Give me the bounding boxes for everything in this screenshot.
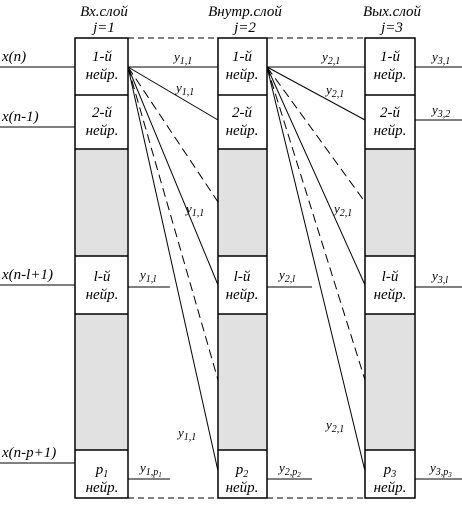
layer1-neuron2-label: 2-й: [92, 105, 112, 121]
input-label-1: x(n): [1, 49, 26, 65]
layer2-neuron1-label: 1-й: [232, 49, 252, 65]
layer2-neuron2-label: 2-й: [232, 105, 252, 121]
y32-label: y3,2: [430, 102, 450, 120]
y2p-label: y2,p2: [277, 460, 301, 479]
layer2-neuronp-word: нейр.: [226, 480, 259, 496]
y21-label-top: y2,1: [320, 49, 340, 67]
layer3-neuronl-label: l-й: [382, 269, 399, 285]
layer-column-3: [364, 37, 416, 499]
y11-label-2: y1,1: [174, 80, 194, 98]
layer3-neuron1-label: 1-й: [380, 49, 400, 65]
layer1-p-sub: 1: [103, 469, 108, 480]
layer1-neuronp-label: p1: [95, 462, 109, 480]
layer3-neuronp-word: нейр.: [374, 480, 407, 496]
layer2-output-lines: [266, 66, 366, 480]
layer-column-2: [217, 37, 268, 499]
layer2-index: j=2: [232, 20, 256, 36]
layer2-neuronl-label: l-й: [234, 269, 251, 285]
layer2-neuronl-word: нейр.: [226, 287, 259, 303]
layer3-neuron2-word: нейр.: [374, 123, 407, 139]
y3l-label: y3,l: [430, 268, 448, 286]
layer3-output-lines: [415, 66, 462, 480]
layer3-neuron2-label: 2-й: [380, 105, 400, 121]
y3p-label: y3,p3: [428, 460, 452, 479]
layer2-p-sub: 2: [243, 469, 248, 480]
layer1-index: j=1: [91, 20, 115, 36]
y21-label-mid: y2,1: [332, 201, 352, 219]
layer2-neuron2-word: нейр.: [226, 123, 259, 139]
layer3-neuronp-label: p3: [383, 462, 397, 480]
y1l-label: y1,l: [138, 267, 156, 285]
layer1-p-letter: p: [95, 462, 104, 478]
y2l-label: y2,l: [277, 267, 295, 285]
layer-column-1: [74, 37, 129, 499]
layer2-p-letter: p: [235, 462, 244, 478]
y11-label-bottom: y1,1: [176, 425, 196, 443]
layer3-neuron1-word: нейр.: [374, 67, 407, 83]
y1p-label: y1,p1: [138, 460, 162, 479]
y11-label-top: y1,1: [172, 49, 192, 67]
input-label-2: x(n-1): [1, 109, 39, 125]
layer3-title: Вых.слой: [363, 4, 422, 20]
input-label-l: x(n-l+1): [1, 267, 53, 283]
layer3-neuronl-word: нейр.: [374, 287, 407, 303]
layer3-index: j=3: [379, 20, 403, 36]
layer1-output-lines: [127, 66, 219, 480]
layer1-neuronl-label: l-й: [94, 269, 111, 285]
layer1-neuronp-word: нейр.: [86, 480, 119, 496]
layer3-p-sub: 3: [390, 469, 396, 480]
dashed-frame: [128, 37, 365, 499]
layer3-p-letter: p: [383, 462, 392, 478]
input-label-p: x(n-p+1): [1, 445, 56, 461]
y21-label-2: y2,1: [324, 82, 344, 100]
layer1-title: Вх.слой: [80, 4, 128, 20]
layer2-title: Внутр.слой: [208, 4, 282, 20]
y31-label: y3,1: [430, 49, 450, 67]
layer1-neuronl-word: нейр.: [86, 287, 119, 303]
layer2-neuronp-label: p2: [235, 462, 249, 480]
layer1-neuron2-word-text: нейр.: [86, 123, 119, 139]
y21-label-bottom: y2,1: [324, 417, 344, 435]
y11-label-mid: y1,1: [184, 201, 204, 219]
layer1-neuron1-label: 1-й: [92, 49, 112, 65]
layer1-neuron1-word: нейр.: [86, 67, 119, 83]
input-lines: [0, 66, 75, 464]
layer2-neuron1-word: нейр.: [226, 67, 259, 83]
